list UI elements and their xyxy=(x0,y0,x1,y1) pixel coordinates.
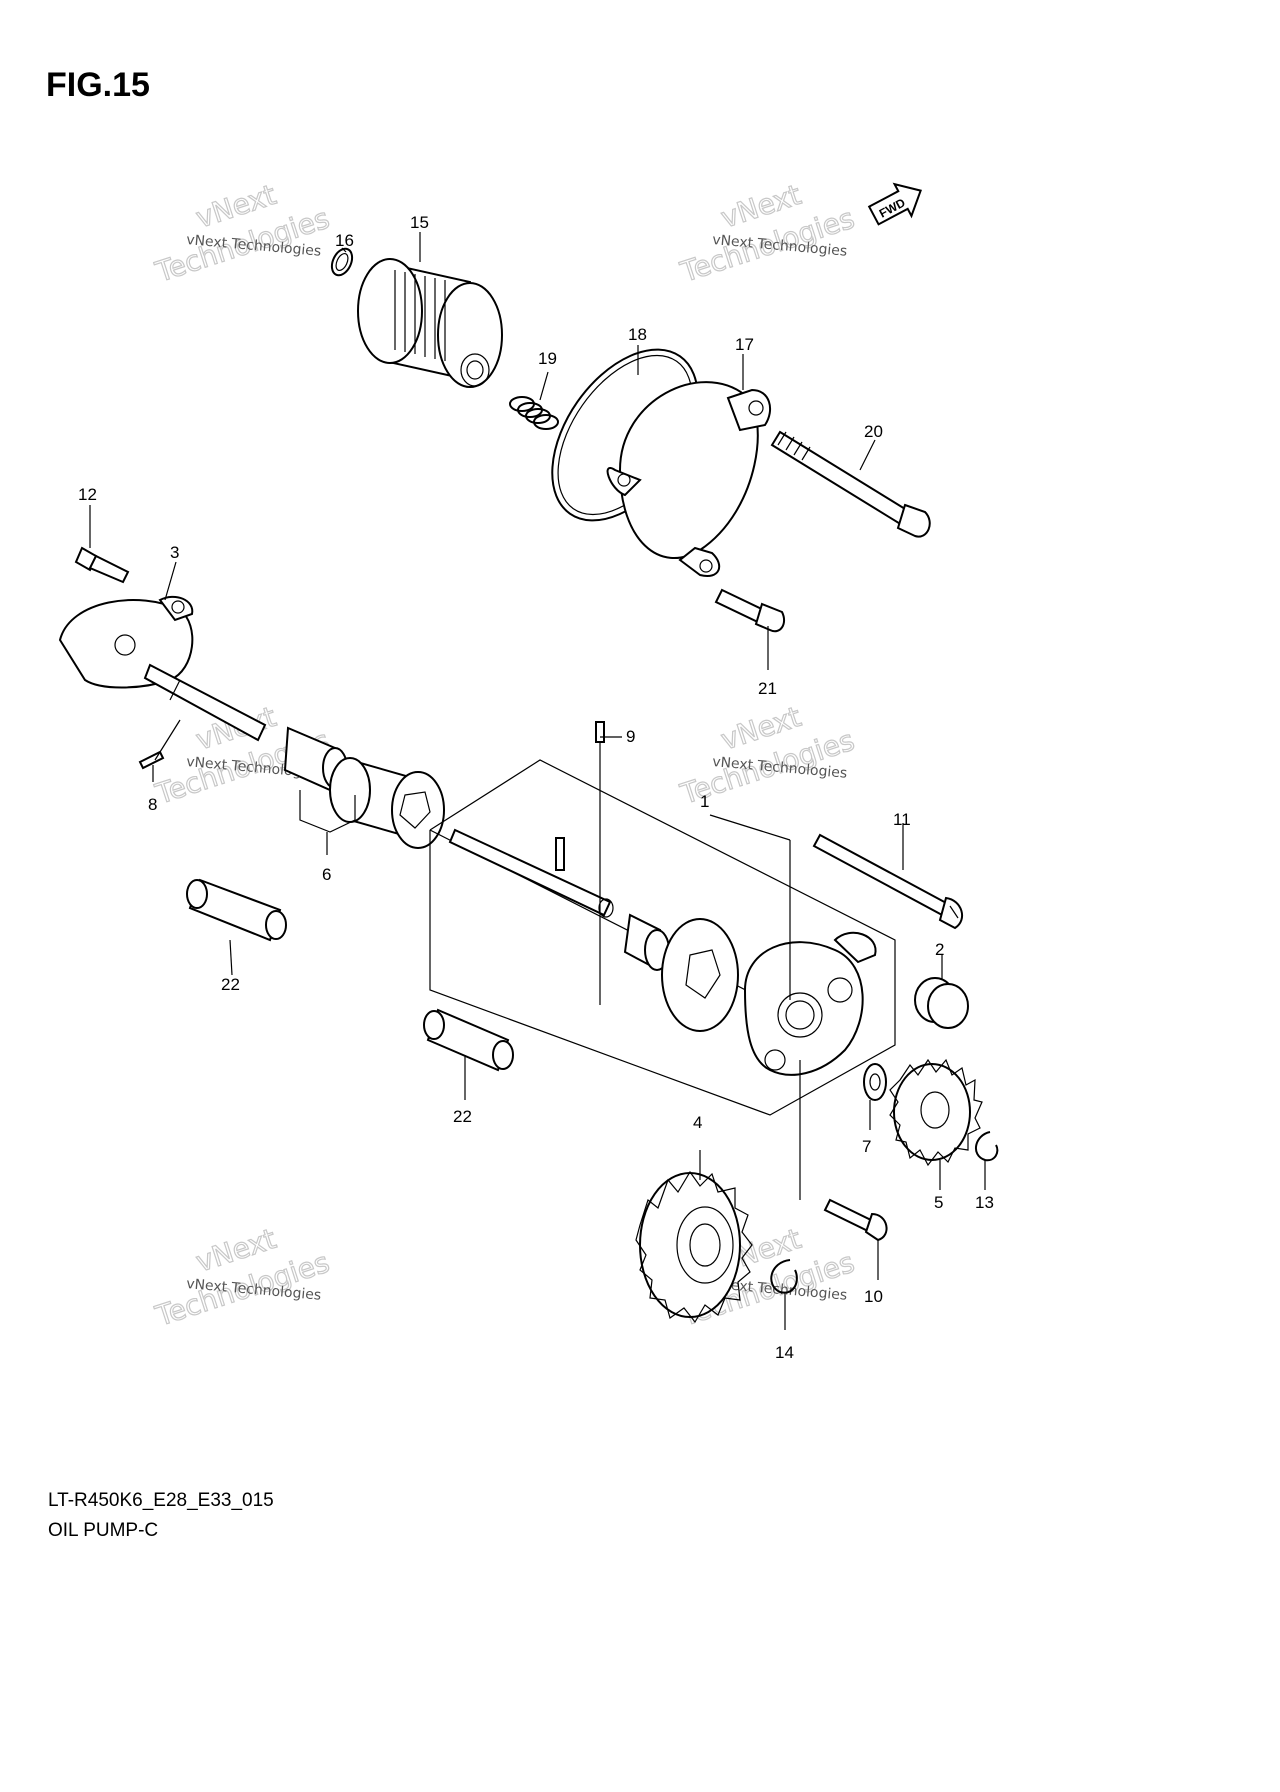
callout-18: 18 xyxy=(628,325,647,344)
callout-13: 13 xyxy=(975,1193,994,1212)
callout-17: 17 xyxy=(735,335,754,354)
callout-16: 16 xyxy=(335,231,354,250)
part-9-pin xyxy=(555,721,605,871)
watermark-bottom-left: vNext Technologies vNext Technologies xyxy=(150,1221,333,1333)
part-4-gear-large xyxy=(635,1170,753,1324)
part-16-o-ring xyxy=(330,247,354,277)
callout-15: 15 xyxy=(410,213,429,232)
pump-housing xyxy=(743,931,877,1076)
part-22-dowel-pin-left xyxy=(186,878,287,942)
callout-5: 5 xyxy=(934,1193,943,1212)
callout-9: 9 xyxy=(626,727,635,746)
watermark-top-right: vNext Technologies vNext Technologies xyxy=(675,177,858,289)
part-2-bushing xyxy=(914,977,969,1029)
part-8-pin xyxy=(138,750,165,770)
part-5-gear-small xyxy=(889,1058,983,1167)
callout-11: 11 xyxy=(893,810,911,829)
pump-shaft xyxy=(448,828,614,918)
part-10-screw xyxy=(823,1198,888,1242)
part-20-bolt xyxy=(770,430,931,538)
callout-20: 20 xyxy=(864,422,883,441)
part-13-circlip xyxy=(975,1131,999,1162)
figure-title: FIG.15 xyxy=(46,66,150,104)
part-22-dowel-pin-right xyxy=(423,1008,514,1072)
callout-19: 19 xyxy=(538,349,557,368)
outer-rotor xyxy=(661,918,739,1032)
callout-2: 2 xyxy=(935,940,944,959)
callout-12: 12 xyxy=(78,485,97,504)
part-7-washer xyxy=(863,1063,887,1101)
part-15-oil-filter xyxy=(357,258,503,388)
callout-8: 8 xyxy=(148,795,157,814)
watermark-top-left: vNext Technologies vNext Technologies xyxy=(150,177,333,289)
part-6-rotor-set xyxy=(283,726,445,849)
model-code: LT-R450K6_E28_E33_015 xyxy=(48,1490,274,1511)
callout-14: 14 xyxy=(775,1343,794,1362)
part-17-filter-cap xyxy=(606,381,772,577)
callout-22-left: 22 xyxy=(221,975,240,994)
part-19-spring xyxy=(509,396,559,430)
part-14-circlip xyxy=(770,1259,798,1294)
callout-4: 4 xyxy=(693,1113,702,1132)
callout-1: 1 xyxy=(700,792,709,811)
leader-lines xyxy=(89,232,986,1330)
callout-22-right: 22 xyxy=(453,1107,472,1126)
callout-10: 10 xyxy=(864,1287,883,1306)
fwd-arrow-icon: FWD xyxy=(867,182,922,226)
section-name: OIL PUMP-C xyxy=(48,1520,159,1541)
callout-21: 21 xyxy=(758,679,777,698)
callout-3: 3 xyxy=(170,543,179,562)
part-3-pump-cover xyxy=(58,595,267,742)
part-12-bolt xyxy=(74,546,130,584)
callout-7: 7 xyxy=(862,1137,871,1156)
part-21-bolt xyxy=(714,588,786,633)
part-11-screw xyxy=(812,833,964,930)
callout-labels: 1 2 3 4 5 6 7 8 9 10 11 12 13 14 15 16 1… xyxy=(78,213,994,1362)
callout-6: 6 xyxy=(322,865,331,884)
